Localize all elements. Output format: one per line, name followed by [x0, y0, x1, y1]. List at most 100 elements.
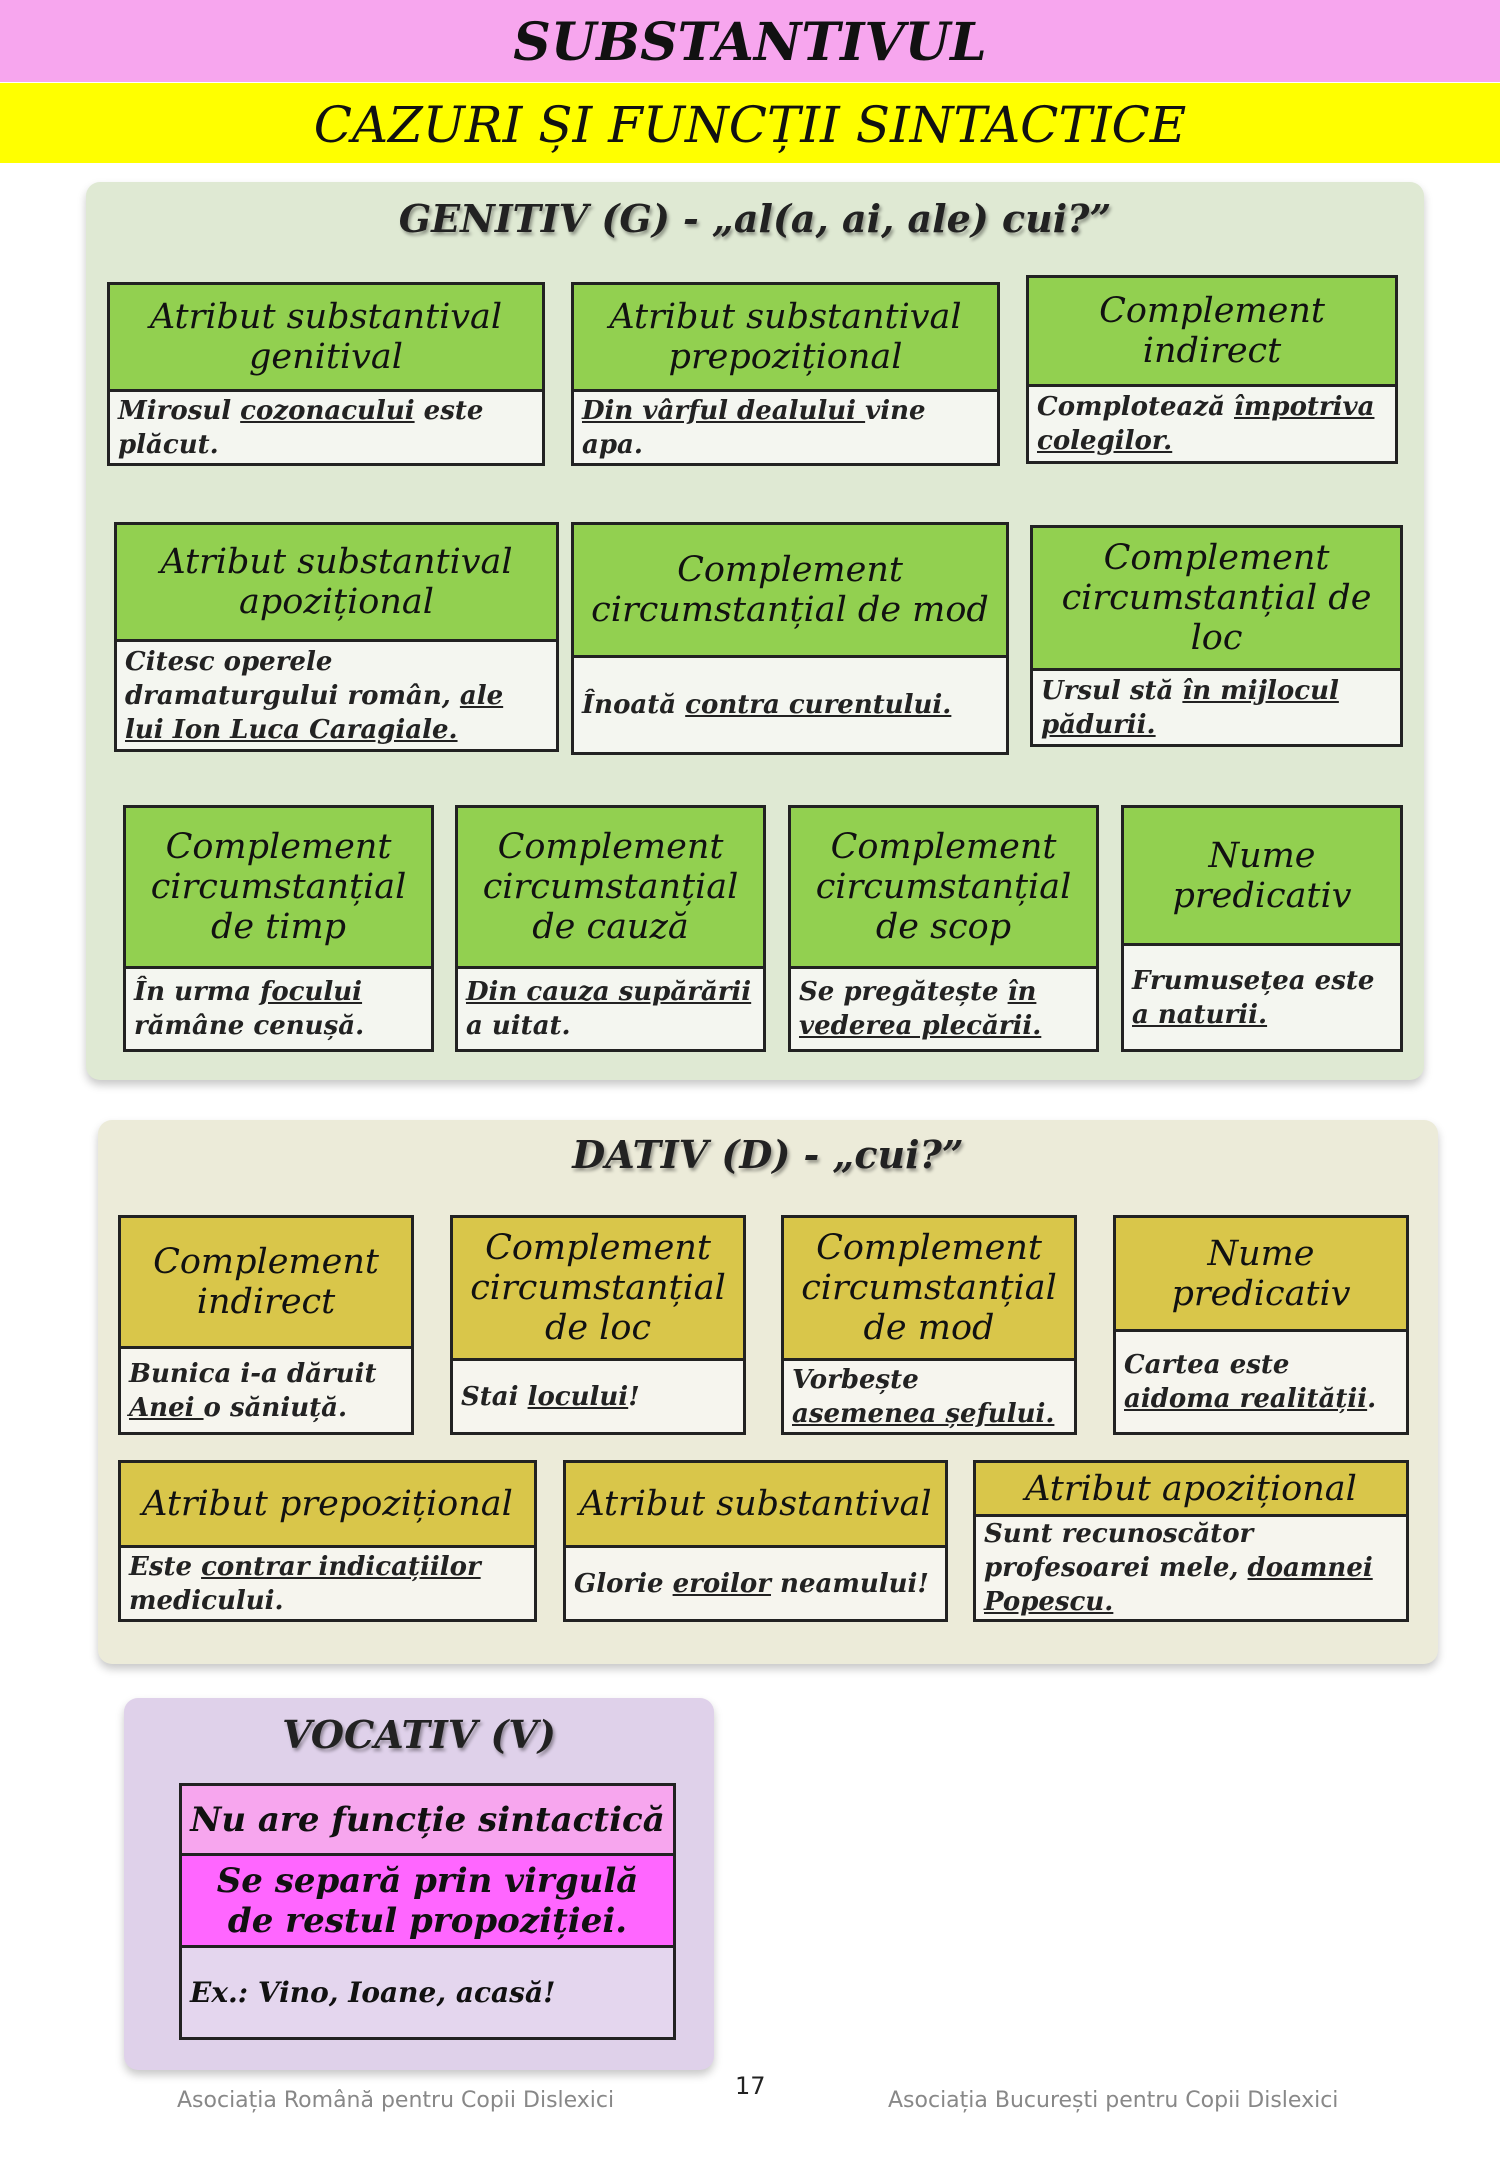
example-sentence: Stai locului!	[453, 1361, 743, 1432]
underlined-fragment: contra curentului.	[685, 690, 952, 720]
example-sentence: Mirosul cozonacului este plăcut.	[110, 392, 542, 463]
function-heading: Complement circumstanțial de loc	[453, 1218, 743, 1361]
sentence-fragment: Glorie	[574, 1568, 673, 1599]
function-heading: Complement circumstanțial de timp	[126, 808, 431, 969]
example-sentence: Frumusețea este a naturii.	[1124, 946, 1400, 1049]
sentence-fragment: Este	[129, 1551, 202, 1582]
vocativ-no-function: Nu are funcție sintactică	[182, 1786, 673, 1856]
sentence-fragment: Sunt recunoscător profesoarei mele,	[984, 1519, 1254, 1583]
function-heading: Complement circumstanțial de scop	[791, 808, 1096, 969]
example-sentence: Vorbește asemenea șefului.	[784, 1361, 1074, 1432]
example-sentence: În urma focului rămâne cenușă.	[126, 969, 431, 1049]
sentence-fragment: a uitat.	[466, 1011, 571, 1041]
function-heading: Atribut substantival	[566, 1463, 945, 1548]
genitiv-title: GENITIV (G) - „al(a, ai, ale) cui?”	[398, 196, 1112, 241]
sentence-fragment: !	[628, 1381, 640, 1412]
underlined-fragment: împotriva colegilor.	[1037, 392, 1375, 456]
example-sentence: Din cauza supărării a uitat.	[458, 969, 763, 1049]
sentence-fragment: este plăcut.	[118, 395, 484, 460]
function-heading: Atribut substantival apozițional	[117, 525, 556, 642]
sentence-fragment: Complotează	[1037, 392, 1235, 422]
sentence-fragment: Ursul stă	[1041, 675, 1183, 706]
underlined-fragment: a naturii.	[1132, 999, 1268, 1030]
underlined-fragment: asemenea șefului.	[792, 1398, 1055, 1429]
underlined-fragment: aidoma realității	[1124, 1384, 1368, 1414]
example-sentence: Glorie eroilor neamului!	[566, 1548, 945, 1619]
vocativ-example: Ex.: Vino, Ioane, acasă!	[182, 1948, 673, 2037]
sentence-fragment: .	[1367, 1384, 1377, 1414]
example-sentence: Citesc operele dramaturgului român, ale …	[117, 642, 556, 749]
sentence-fragment: rămâne cenușă.	[134, 1011, 365, 1041]
example-sentence: Sunt recunoscător profesoarei mele, doam…	[976, 1517, 1406, 1619]
function-heading: Complement circumstanțial de loc	[1033, 528, 1400, 671]
underlined-fragment: Anei	[129, 1392, 204, 1423]
underlined-fragment: în mijlocul pădurii.	[1041, 675, 1339, 740]
sentence-fragment: neamului!	[770, 1568, 929, 1599]
sentence-fragment: o săniuță.	[203, 1392, 348, 1423]
underlined-fragment: focului	[260, 977, 363, 1007]
sentence-fragment: Înoată	[582, 690, 686, 720]
example-sentence: Complotează împotriva colegilor.	[1029, 387, 1395, 461]
function-heading: Complement indirect	[121, 1218, 411, 1349]
vocativ-comma-rule: Se separă prin virgulă de restul propozi…	[182, 1856, 673, 1948]
underlined-fragment: ale lui Ion Luca Caragiale.	[125, 680, 504, 745]
function-heading: Complement circumstanțial de cauză	[458, 808, 763, 969]
sentence-fragment: În urma	[134, 977, 261, 1007]
example-sentence: Cartea este aidoma realității.	[1116, 1332, 1406, 1432]
underlined-fragment: locului	[527, 1381, 629, 1412]
function-heading: Atribut prepozițional	[121, 1463, 534, 1548]
sentence-fragment: medicului.	[129, 1585, 284, 1616]
underlined-fragment: doamnei Popescu.	[984, 1553, 1373, 1617]
sentence-fragment: Bunica i-a dăruit	[129, 1358, 377, 1389]
function-heading: Complement indirect	[1029, 278, 1395, 387]
function-heading: Complement circumstanțial de mod	[574, 525, 1006, 658]
footer-right: Asociația București pentru Copii Dislexi…	[888, 2088, 1339, 2113]
page-number: 17	[735, 2072, 766, 2100]
underlined-fragment: în vederea plecării.	[799, 977, 1042, 1041]
footer-left: Asociația Română pentru Copii Dislexici	[177, 2088, 615, 2113]
sentence-fragment: Citesc operele dramaturgului român,	[125, 646, 460, 711]
page-title: SUBSTANTIVUL	[0, 0, 1500, 82]
example-sentence: Se pregătește în vederea plecării.	[791, 969, 1096, 1049]
vocativ-title: VOCATIV (V)	[282, 1712, 556, 1757]
sentence-fragment: vine apa.	[582, 395, 926, 460]
sentence-fragment: Vorbește	[792, 1364, 919, 1395]
underlined-fragment: eroilor	[672, 1568, 771, 1599]
page-subtitle: CAZURI ȘI FUNCȚII SINTACTICE	[0, 83, 1500, 163]
underlined-fragment: cozonacului	[240, 395, 415, 426]
example-sentence: Înoată contra curentului.	[574, 658, 1006, 752]
sentence-fragment: Stai	[461, 1381, 528, 1412]
example-sentence: Din vârful dealului vine apa.	[574, 392, 997, 463]
example-sentence: Bunica i-a dăruit Anei o săniuță.	[121, 1349, 411, 1432]
function-heading: Nume predicativ	[1116, 1218, 1406, 1332]
underlined-fragment: Din vârful dealului	[582, 395, 866, 426]
function-heading: Complement circumstanțial de mod	[784, 1218, 1074, 1361]
sentence-fragment: Cartea este	[1124, 1350, 1290, 1380]
function-heading: Atribut substantival prepozițional	[574, 285, 997, 392]
function-heading: Nume predicativ	[1124, 808, 1400, 946]
function-heading: Atribut substantival genitival	[110, 285, 542, 392]
underlined-fragment: Din cauza supărării	[466, 977, 752, 1007]
function-heading: Atribut apozițional	[976, 1463, 1406, 1517]
dativ-title: DATIV (D) - „cui?”	[572, 1132, 964, 1177]
sentence-fragment: Se pregătește	[799, 977, 1008, 1007]
sentence-fragment: Mirosul	[118, 395, 241, 426]
sentence-fragment: Frumusețea este	[1132, 965, 1375, 996]
underlined-fragment: contrar indicațiilor	[201, 1551, 481, 1582]
example-sentence: Ursul stă în mijlocul pădurii.	[1033, 671, 1400, 744]
